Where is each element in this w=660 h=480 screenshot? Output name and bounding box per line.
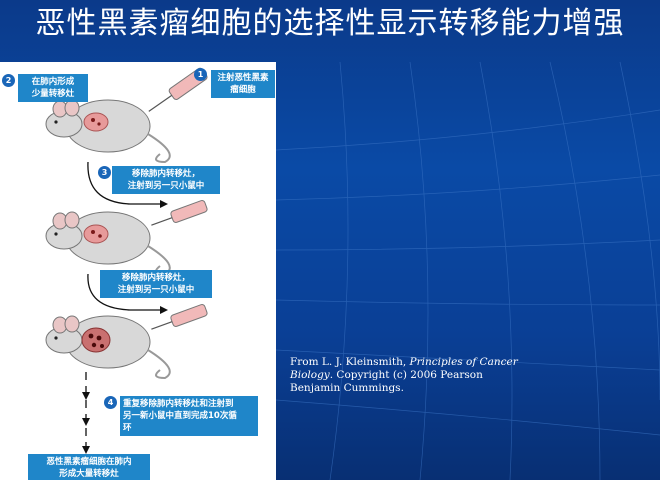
citation-suffix: . Copyright (c) 2006 Pearson Benjamin Cu… xyxy=(290,369,483,394)
experiment-figure: 1 注射恶性黑素 瘤细胞 2 在肺内形成 少量转移灶 3 移除肺内转移灶， 注射… xyxy=(0,62,276,480)
step-1-callout: 注射恶性黑素 瘤细胞 xyxy=(211,70,275,98)
syringe-2 xyxy=(151,200,208,226)
step-3-repeat-callout: 移除肺内转移灶， 注射到另一只小鼠中 xyxy=(100,270,212,298)
mouse-3 xyxy=(45,315,171,380)
citation-book-title: Principles of Cancer Biology xyxy=(290,356,518,381)
step-2-badge: 2 xyxy=(2,74,15,87)
step-1-badge: 1 xyxy=(194,68,207,81)
step-4-badge: 4 xyxy=(104,396,117,409)
syringe-3 xyxy=(151,304,208,330)
source-citation: From L. J. Kleinsmith, Principles of Can… xyxy=(290,356,530,395)
slide-title: 恶性黑素瘤细胞的选择性显示转移能力增强 xyxy=(35,6,625,41)
step-2-callout: 在肺内形成 少量转移灶 xyxy=(18,74,88,102)
citation-prefix: From L. J. Kleinsmith, xyxy=(290,356,410,368)
mouse-2 xyxy=(45,211,171,276)
result-callout: 恶性黑素瘤细胞在肺内 形成大量转移灶 xyxy=(28,454,150,480)
step-3-badge: 3 xyxy=(98,166,111,179)
step-4-callout: 重复移除肺内转移灶和注射到 另一新小鼠中直到完成10次循 环 xyxy=(120,396,258,436)
figure-drawing xyxy=(45,67,208,454)
mouse-1 xyxy=(45,99,171,164)
step-3-callout: 移除肺内转移灶， 注射到另一只小鼠中 xyxy=(112,166,220,194)
